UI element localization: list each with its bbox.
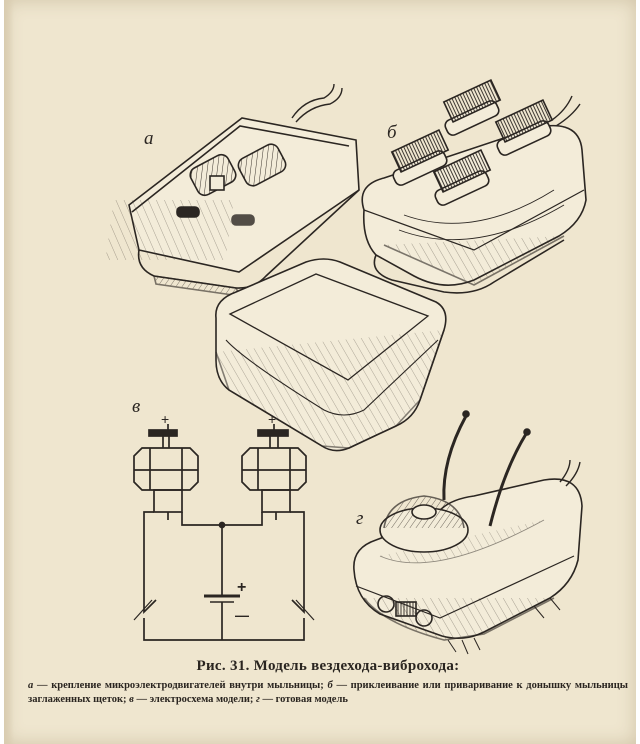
panel-label-b: б [387,122,398,143]
panel-label-v: в [132,396,140,417]
caption-key-a: а [28,680,34,691]
caption-description: а — крепление микроэлектродвигателей вну… [28,679,628,707]
soap-box-lid [215,258,447,452]
panel-v-circuit [133,424,315,641]
book-page: а б в г + — + + Рис. 31. Модель вездеход… [4,0,636,744]
caption-key-b: б [327,680,333,691]
caption-title: Рис. 31. Модель вездехода-виброхода: [196,658,460,674]
battery-plus-sign: + [237,579,246,596]
panel-g-finished-model [353,410,583,655]
figure-illustration: а б в г + — + + [105,78,587,655]
caption-item-v: — электросхема модели; [133,694,257,705]
caption-item-b: — приклеивание или приваривание к донышк… [28,680,628,705]
figure-caption: Рис. 31. Модель вездехода-виброхода: а —… [28,658,628,707]
panel-label-g: г [356,508,363,529]
panel-label-a: а [144,128,154,149]
battery-minus-sign: — [235,607,249,623]
caption-item-g: — готовая модель [259,694,348,705]
caption-key-v: в [129,694,134,705]
page-binding-shadow [4,0,14,744]
caption-key-g: г [256,694,260,705]
panel-b-brush-box [361,78,587,294]
motor-left-plus: + [161,411,169,427]
panel-a-open-box [105,83,360,298]
motor-right-plus: + [268,411,276,427]
caption-item-a: — крепление микроэлектродвигателей внутр… [33,680,328,691]
